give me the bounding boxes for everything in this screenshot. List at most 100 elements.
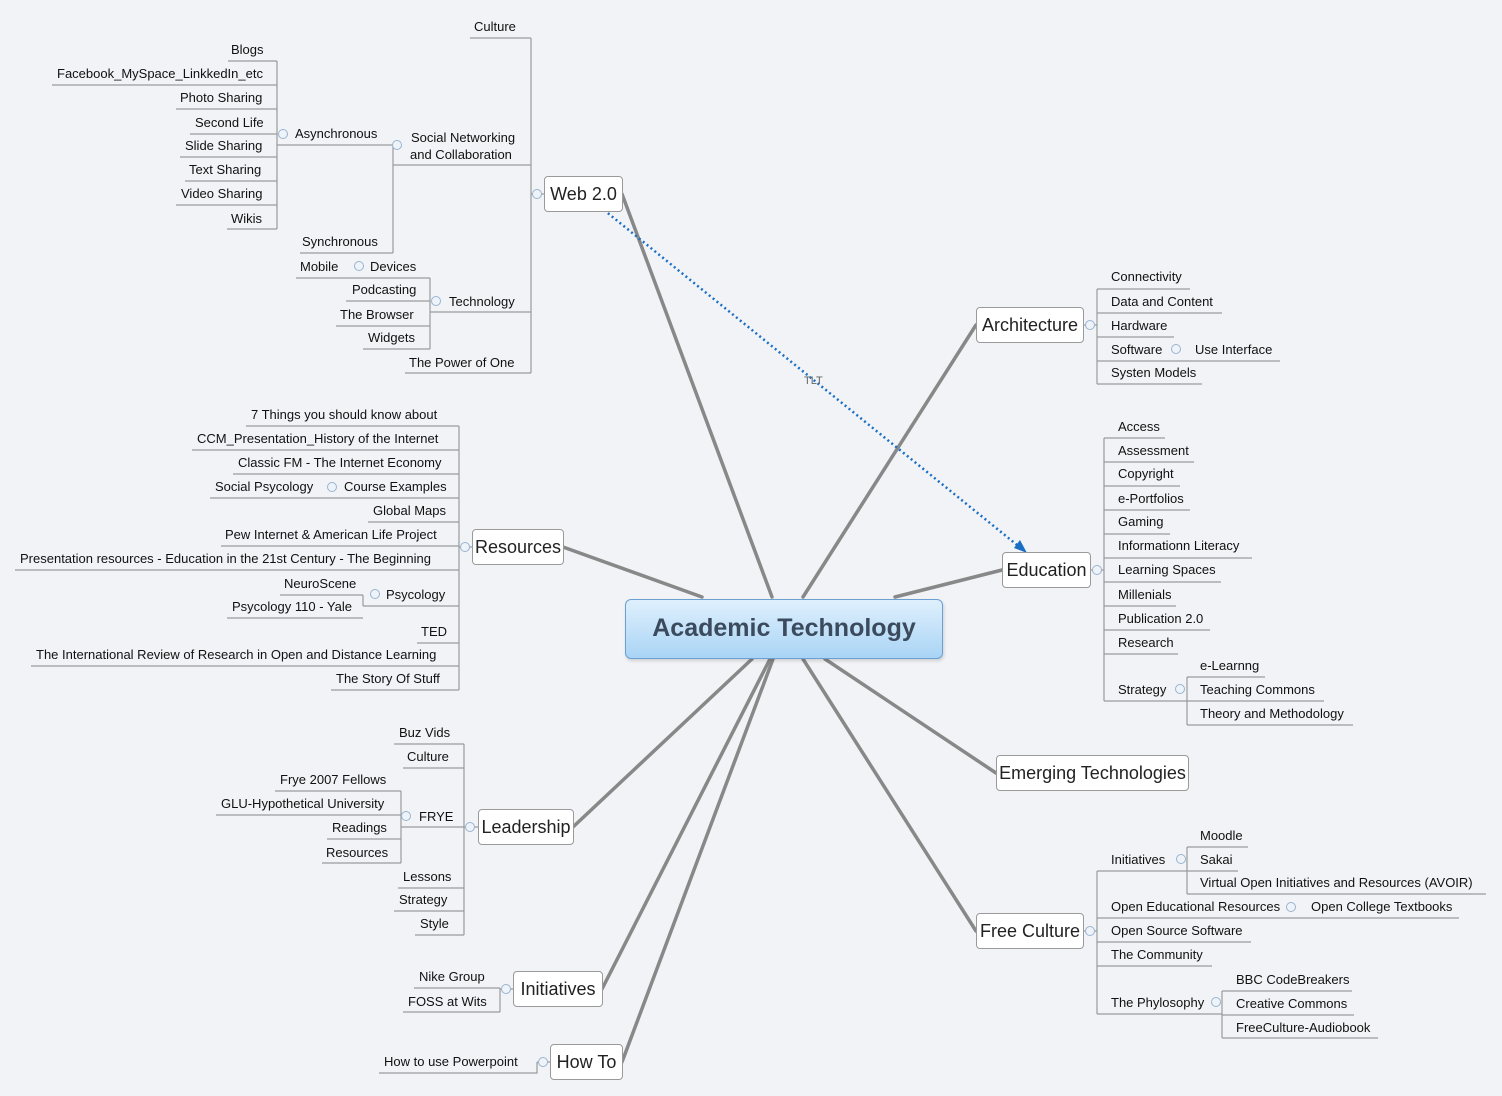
node-education-strategy[interactable]: Strategy: [1118, 682, 1167, 697]
node-photo-sharing[interactable]: Photo Sharing: [180, 90, 263, 105]
node-7-things[interactable]: 7 Things you should know about: [251, 407, 438, 422]
node-social-networking[interactable]: Social Networking: [411, 130, 516, 145]
node-irrodl[interactable]: The International Review of Research in …: [36, 647, 437, 662]
branch-initiatives: [600, 657, 772, 991]
node-frye-2007-fellows[interactable]: Frye 2007 Fellows: [280, 772, 387, 787]
node-culture[interactable]: Culture: [474, 19, 516, 34]
node-the-community[interactable]: The Community: [1111, 947, 1203, 962]
node-teaching-commons[interactable]: Teaching Commons: [1200, 682, 1315, 697]
topic-initiatives[interactable]: Initiatives: [513, 971, 603, 1007]
node-copyright[interactable]: Copyright: [1118, 466, 1174, 481]
branch-emerging: [823, 657, 998, 775]
node-the-phylosophy[interactable]: The Phylosophy: [1111, 995, 1205, 1010]
node-avoir[interactable]: Virtual Open Initiatives and Resources (…: [1200, 875, 1473, 890]
topic-education[interactable]: Education: [1002, 552, 1091, 588]
node-use-interface[interactable]: Use Interface: [1195, 342, 1273, 357]
branch-leadership: [571, 657, 754, 829]
central-topic[interactable]: Academic Technology: [625, 599, 943, 659]
node-facebook[interactable]: Facebook_MySpace_LinkkedIn_etc: [57, 66, 263, 81]
topic-web20[interactable]: Web 2.0: [544, 176, 623, 212]
topic-emerging-technologies[interactable]: Emerging Technologies: [996, 755, 1189, 791]
node-data-and-content[interactable]: Data and Content: [1111, 294, 1213, 309]
node-bbc-codebreakers[interactable]: BBC CodeBreakers: [1236, 972, 1350, 987]
node-course-examples[interactable]: Course Examples: [344, 479, 447, 494]
node-information-literacy[interactable]: Informationn Literacy: [1118, 538, 1240, 553]
node-presentation-resources[interactable]: Presentation resources - Education in th…: [20, 551, 431, 566]
topic-architecture[interactable]: Architecture: [976, 307, 1084, 343]
node-ccm-presentation[interactable]: CCM_Presentation_History of the Internet: [197, 431, 439, 446]
node-pew-internet[interactable]: Pew Internet & American Life Project: [225, 527, 437, 542]
node-research[interactable]: Research: [1118, 635, 1174, 650]
node-buz-vids[interactable]: Buz Vids: [399, 725, 451, 740]
node-global-maps[interactable]: Global Maps: [373, 503, 446, 518]
node-wikis[interactable]: Wikis: [231, 211, 263, 226]
node-power-of-one[interactable]: The Power of One: [409, 355, 515, 370]
branch-howto: [620, 657, 775, 1064]
node-software[interactable]: Software: [1111, 342, 1163, 357]
node-slide-sharing[interactable]: Slide Sharing: [185, 138, 263, 153]
node-theory-methodology[interactable]: Theory and Methodology: [1200, 706, 1344, 721]
collapse-markers: [278, 129, 1296, 1067]
node-hardware[interactable]: Hardware: [1111, 318, 1168, 333]
topic-resources[interactable]: Resources: [472, 529, 564, 565]
node-widgets[interactable]: Widgets: [368, 330, 415, 345]
branch-education: [893, 568, 1004, 599]
node-nike-group[interactable]: Nike Group: [419, 969, 485, 984]
node-social-networking-line2[interactable]: and Collaboration: [410, 147, 512, 162]
node-readings[interactable]: Readings: [332, 820, 387, 835]
node-neuroscene[interactable]: NeuroScene: [284, 576, 357, 591]
relationship-arrowhead: [1014, 540, 1027, 553]
node-moodle[interactable]: Moodle: [1200, 828, 1243, 843]
topic-how-to[interactable]: How To: [550, 1044, 623, 1080]
node-devices[interactable]: Devices: [370, 259, 417, 274]
branch-resources: [561, 545, 704, 599]
node-psycology[interactable]: Psycology: [386, 587, 446, 602]
node-open-college-textbooks[interactable]: Open College Textbooks: [1311, 899, 1453, 914]
node-glu[interactable]: GLU-Hypothetical University: [221, 796, 385, 811]
node-how-to-powerpoint[interactable]: How to use Powerpoint: [384, 1054, 518, 1069]
node-video-sharing[interactable]: Video Sharing: [181, 186, 263, 201]
node-synchronous[interactable]: Synchronous: [302, 234, 378, 249]
node-ted[interactable]: TED: [421, 624, 447, 639]
node-the-browser[interactable]: The Browser: [340, 307, 414, 322]
node-text-sharing[interactable]: Text Sharing: [189, 162, 262, 177]
node-open-source-software[interactable]: Open Source Software: [1111, 923, 1243, 938]
node-assessment[interactable]: Assessment: [1118, 443, 1189, 458]
node-second-life[interactable]: Second Life: [195, 115, 264, 130]
node-frye-resources[interactable]: Resources: [326, 845, 389, 860]
node-creative-commons[interactable]: Creative Commons: [1236, 996, 1348, 1011]
node-style[interactable]: Style: [420, 916, 449, 931]
node-e-portfolios[interactable]: e-Portfolios: [1118, 491, 1184, 506]
node-lessons[interactable]: Lessons: [403, 869, 452, 884]
node-learning-spaces[interactable]: Learning Spaces: [1118, 562, 1216, 577]
node-leadership-culture[interactable]: Culture: [407, 749, 449, 764]
branch-free-culture: [801, 657, 978, 933]
node-access[interactable]: Access: [1118, 419, 1160, 434]
topic-free-culture[interactable]: Free Culture: [976, 913, 1084, 949]
node-freeculture-audiobook[interactable]: FreeCulture-Audiobook: [1236, 1020, 1371, 1035]
node-systen-models[interactable]: Systen Models: [1111, 365, 1197, 380]
node-connectivity[interactable]: Connectivity: [1111, 269, 1182, 284]
node-foss-at-wits[interactable]: FOSS at Wits: [408, 994, 487, 1009]
node-frye[interactable]: FRYE: [419, 809, 454, 824]
node-sakai[interactable]: Sakai: [1200, 852, 1233, 867]
node-story-of-stuff[interactable]: The Story Of Stuff: [336, 671, 440, 686]
node-technology[interactable]: Technology: [449, 294, 515, 309]
node-fc-initiatives[interactable]: Initiatives: [1111, 852, 1166, 867]
node-publication-20[interactable]: Publication 2.0: [1118, 611, 1204, 626]
topic-leadership[interactable]: Leadership: [478, 809, 574, 845]
node-mobile[interactable]: Mobile: [300, 259, 339, 274]
node-e-learnng[interactable]: e-Learnng: [1200, 658, 1260, 673]
node-gaming[interactable]: Gaming: [1118, 514, 1164, 529]
node-open-educational-resources[interactable]: Open Educational Resources: [1111, 899, 1281, 914]
node-strategy[interactable]: Strategy: [399, 892, 448, 907]
node-podcasting[interactable]: Podcasting: [352, 282, 417, 297]
node-millenials[interactable]: Millenials: [1118, 587, 1172, 602]
node-social-psycology[interactable]: Social Psycology: [215, 479, 314, 494]
node-blogs[interactable]: Blogs: [231, 42, 264, 57]
node-asynchronous[interactable]: Asynchronous: [295, 126, 378, 141]
node-classic-fm[interactable]: Classic FM - The Internet Economy: [238, 455, 442, 470]
node-psycology-110-yale[interactable]: Psycology 110 - Yale: [232, 599, 352, 614]
